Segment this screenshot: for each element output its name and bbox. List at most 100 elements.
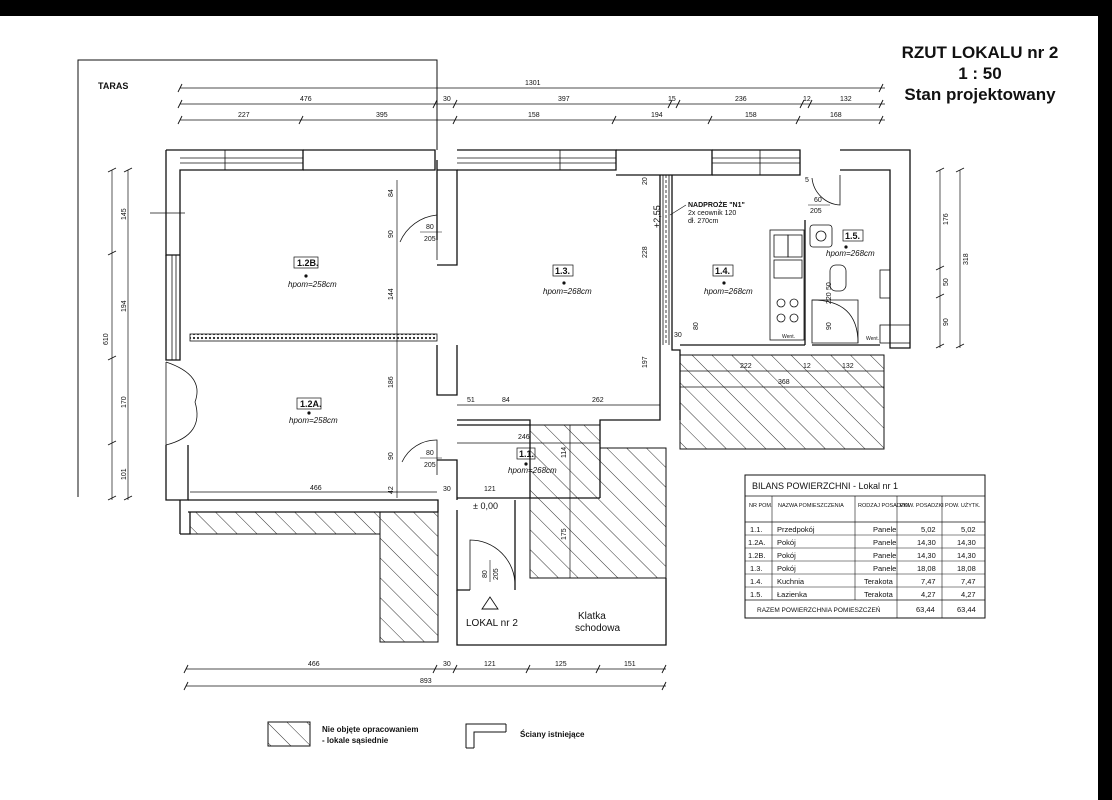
door-3-height: 205 — [810, 208, 822, 215]
cell: Panele — [873, 538, 896, 547]
dim-inner-90c: 90 — [826, 322, 833, 330]
cell: 1.1. — [750, 525, 763, 534]
dimension-ticks — [107, 83, 965, 691]
cell: 5,02 — [961, 525, 976, 534]
cell: Kuchnia — [777, 577, 805, 586]
dim-inner-5: 5 — [805, 177, 809, 184]
dim-bottom-3: 121 — [484, 661, 496, 668]
dim-inner-80: 80 — [693, 322, 700, 330]
dim-left-4: 101 — [121, 468, 128, 480]
dim-inner-12: 12 — [803, 363, 811, 370]
dim-inner-30b: 30 — [674, 332, 682, 339]
table-total-row: RAZEM POWIERZCHNIA POMIESZCZEŃ 63,44 63,… — [757, 605, 976, 614]
dim-left-1: 145 — [121, 208, 128, 220]
dim-inner-466: 466 — [310, 485, 322, 492]
table-title: BILANS POWIERZCHNI - Lokal nr 1 — [752, 481, 898, 491]
balcony-door — [165, 361, 198, 446]
cell: 14,30 — [957, 551, 976, 560]
dimension-texts: 1301 476 30 397 15 236 12 132 227 395 15… — [103, 80, 970, 685]
cell: Panele — [873, 551, 896, 560]
dim-top-r2-5: 158 — [745, 112, 757, 119]
dim-top-r2-1: 227 — [238, 112, 250, 119]
unit-label: LOKAL nr 2 — [466, 618, 518, 629]
door-3-width: 60 — [814, 197, 822, 204]
dim-top-r2-6: 168 — [830, 112, 842, 119]
cell: 63,44 — [916, 605, 935, 614]
dimension-lines — [111, 87, 961, 687]
dim-left-3: 170 — [121, 396, 128, 408]
cell: Terakota — [864, 577, 894, 586]
dim-top-r2-3: 158 — [528, 112, 540, 119]
vent-1-label: Went. — [782, 334, 795, 340]
door-2-height: 205 — [424, 462, 436, 469]
room-1-1-id: 1.1. — [519, 449, 534, 459]
door-1-height: 205 — [424, 236, 436, 243]
table-header-usable-area: POW. UŻYTK. — [945, 502, 981, 509]
door-4-width: 80 — [482, 570, 489, 578]
cell: Pokój — [777, 551, 796, 560]
room-1-2A-height: hpom=258cm — [289, 416, 338, 425]
terrace-label: TARAS — [98, 81, 128, 91]
dim-inner-30a: 30 — [443, 486, 451, 493]
cell: 14,30 — [957, 538, 976, 547]
table-row: 1.2B. Pokój Panele 14,30 14,30 — [748, 551, 976, 560]
title-line-1: RZUT LOKALU nr 2 — [901, 43, 1059, 62]
cell: Terakota — [864, 590, 894, 599]
lintel-label-2: 2x ceownik 120 — [688, 210, 736, 217]
level-bottom: ± 0,00 — [473, 501, 498, 511]
legend-wall-swatch — [465, 723, 507, 749]
terrace-outline — [77, 59, 438, 497]
table-row: 1.1. Przedpokój Panele 5,02 5,02 — [750, 525, 976, 534]
dim-inner-368: 368 — [778, 379, 790, 386]
annotations: NADPROŻE "N1" 2x ceownik 120 dł. 270cm +… — [466, 201, 879, 634]
drawing-title: RZUT LOKALU nr 2 1 : 50 Stan projektowan… — [880, 42, 1080, 105]
dim-inner-90b: 90 — [388, 452, 395, 460]
cell: 63,44 — [957, 605, 976, 614]
table-row: 1.3. Pokój Panele 18,08 18,08 — [750, 564, 976, 573]
walls — [165, 149, 911, 646]
legend: Nie objęte opracowaniem - lokale sąsiedn… — [267, 721, 585, 749]
dim-inner-114: 114 — [561, 447, 568, 458]
dim-top-3: 397 — [558, 96, 570, 103]
staircase-label-2: schodowa — [575, 623, 620, 634]
right-black-border — [1098, 0, 1112, 800]
legend-walls-label: Ściany istniejące — [520, 730, 585, 739]
cell: Panele — [873, 525, 896, 534]
neighbour-hatched-areas — [189, 354, 885, 643]
dim-inner-144: 144 — [388, 288, 395, 300]
dim-inner-90a: 90 — [388, 230, 395, 238]
entrance-triangle — [481, 596, 499, 610]
title-line-2: 1 : 50 — [958, 64, 1002, 83]
dim-inner-20: 20 — [642, 177, 649, 185]
windows — [150, 150, 800, 360]
room-1-2B-id: 1.2B. — [297, 258, 319, 268]
cell: Pokój — [777, 564, 796, 573]
room-1-4-id: 1.4. — [715, 266, 730, 276]
legend-hatch-label-2: - lokale sąsiednie — [322, 736, 389, 745]
room-1-4-height: hpom=268cm — [704, 287, 753, 296]
room-1-3-id: 1.3. — [555, 266, 570, 276]
dim-right-1: 176 — [943, 213, 950, 225]
dim-inner-42: 42 — [388, 486, 395, 494]
cell: 7,47 — [961, 577, 976, 586]
dim-right-total: 318 — [963, 253, 970, 265]
table-row: 1.5. Łazienka Terakota 4,27 4,27 — [750, 590, 976, 599]
table-header-nr: NR POM. — [749, 503, 773, 509]
kitchen-fixtures — [769, 229, 805, 341]
dim-inner-51: 51 — [467, 397, 475, 404]
lintel-label-3: dł. 270cm — [688, 218, 719, 225]
table-header-name: NAZWA POMIESZCZENIA — [778, 503, 844, 509]
legend-hatch-label-1: Nie objęte opracowaniem — [322, 725, 418, 734]
dim-bottom-total: 893 — [420, 678, 432, 685]
cell: 1.5. — [750, 590, 763, 599]
dim-inner-84b: 84 — [502, 397, 510, 404]
room-1-5-id: 1.5. — [845, 231, 860, 241]
title-line-3: Stan projektowany — [904, 85, 1056, 104]
dim-inner-262: 262 — [592, 397, 604, 404]
cell: 14,30 — [917, 538, 936, 547]
cell: 1.2B. — [748, 551, 766, 560]
cell: 18,08 — [957, 564, 976, 573]
insulation-band — [189, 333, 438, 342]
cell: 1.4. — [750, 577, 763, 586]
